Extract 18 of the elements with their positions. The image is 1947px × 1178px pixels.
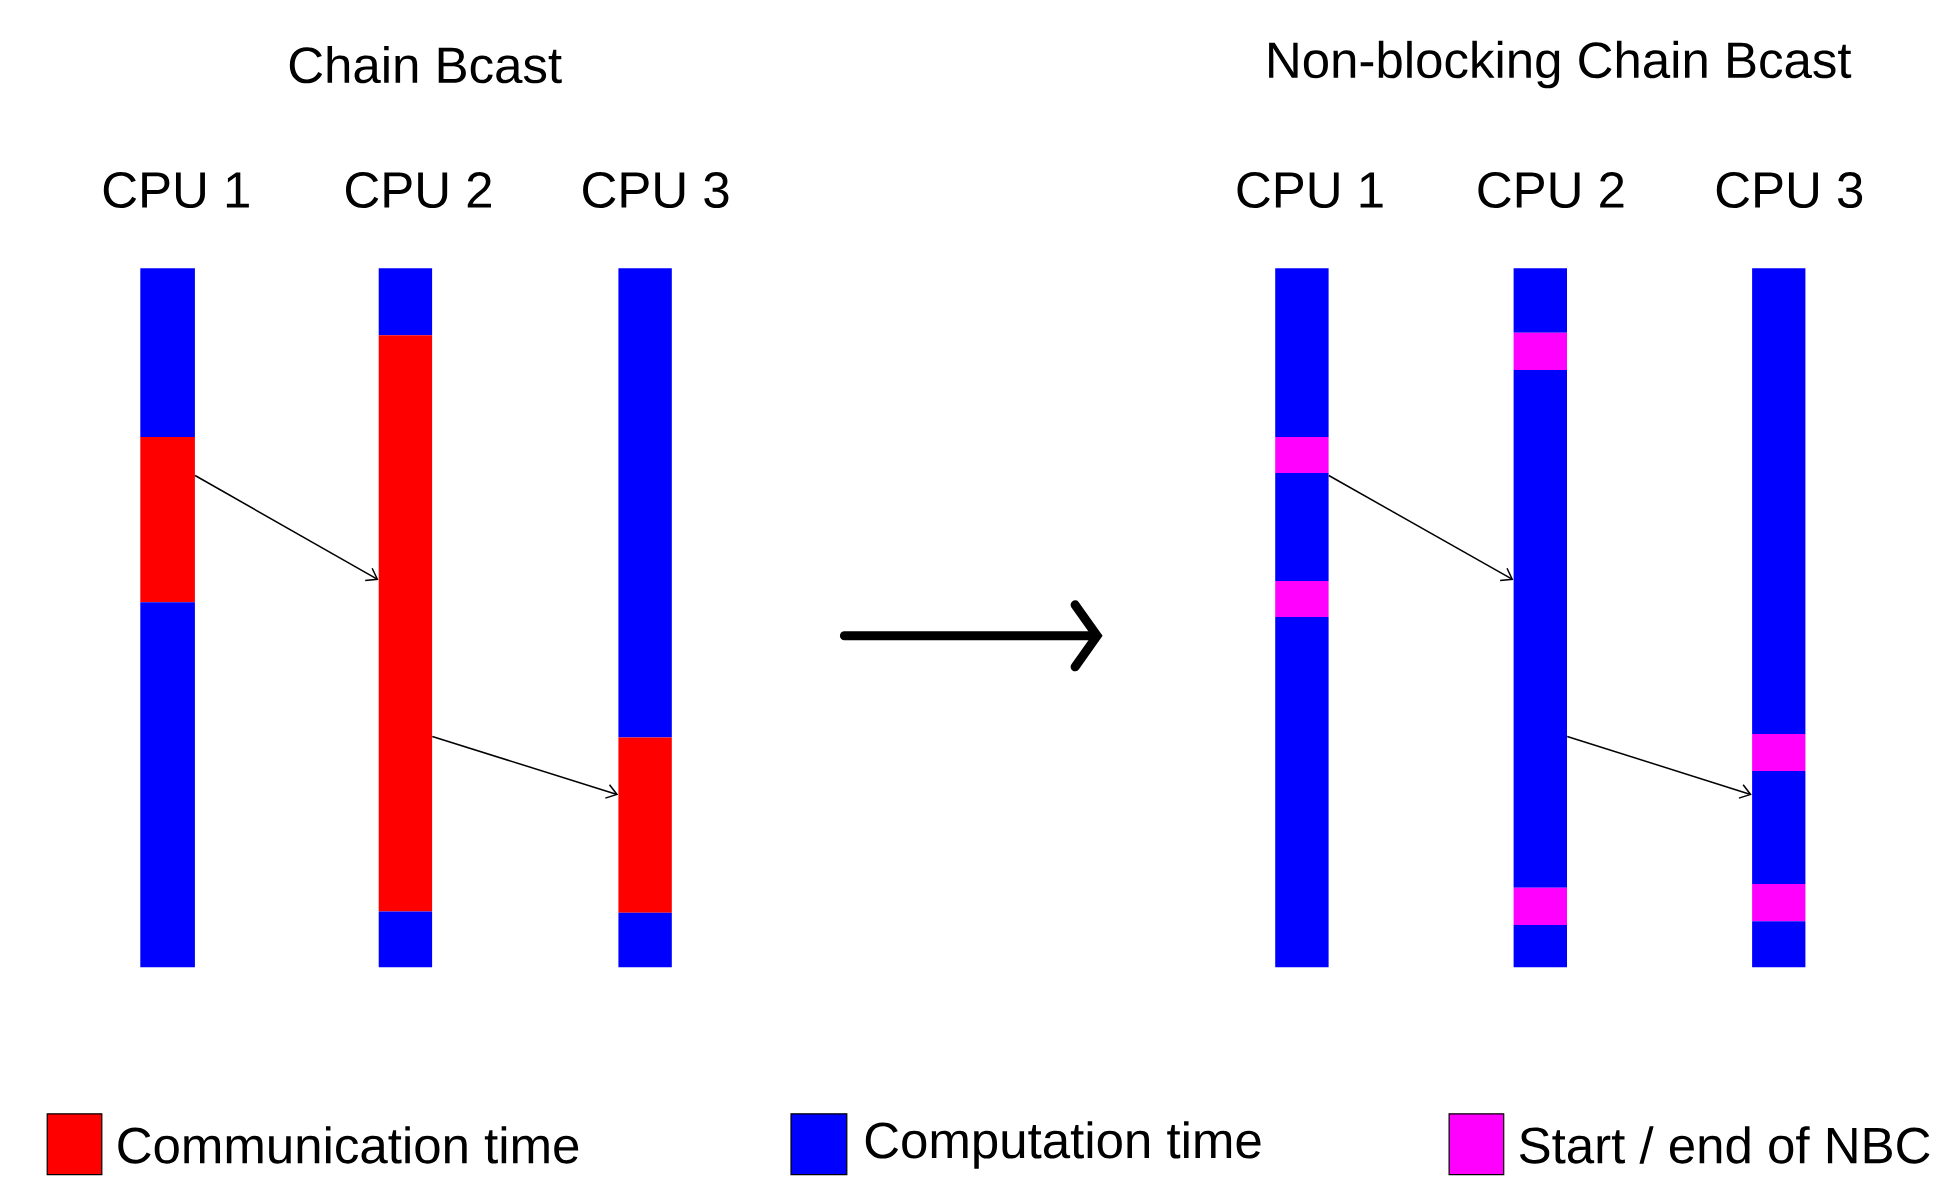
cpu-label: CPU 1	[1237, 171, 1383, 209]
timeline-bar	[618, 268, 672, 968]
panel-title: Non-blocking Chain Bcast	[1269, 40, 1852, 89]
legend-label: Communication time	[118, 1126, 579, 1164]
panel-title: Chain Bcast	[289, 45, 562, 84]
arrow	[1328, 474, 1514, 582]
arrow	[431, 735, 619, 799]
legend-label: Computation time	[865, 1121, 1261, 1169]
arrow	[1566, 735, 1752, 799]
arrow	[194, 474, 379, 582]
legend-label: Start / end of NBC	[1519, 1126, 1930, 1164]
timeline-bar	[1752, 268, 1806, 968]
cpu-label: CPU 2	[1478, 171, 1624, 209]
timeline-bar	[1275, 268, 1329, 968]
timeline-bar	[378, 268, 433, 968]
timeline-bar	[1513, 268, 1567, 968]
cpu-label: CPU 2	[346, 171, 491, 209]
timeline-bar	[140, 268, 195, 968]
